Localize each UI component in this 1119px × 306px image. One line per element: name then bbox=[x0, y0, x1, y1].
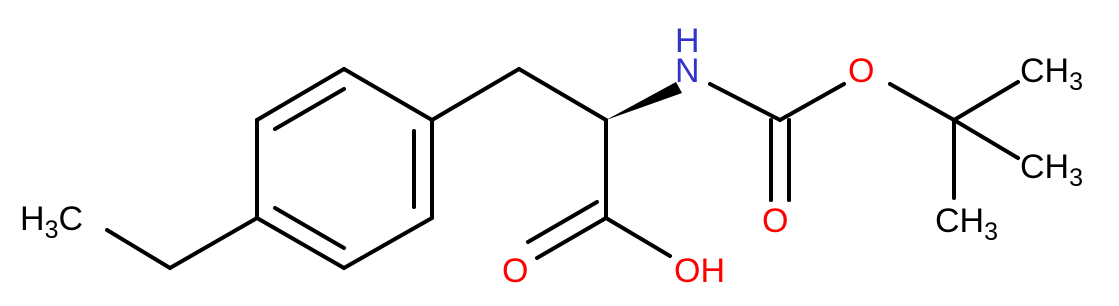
methyl-left-label: H3C bbox=[20, 200, 83, 244]
carbamate-o-bond bbox=[778, 82, 846, 122]
ring-inner-bond bbox=[273, 206, 346, 250]
acid-double-bond bbox=[535, 216, 608, 260]
methyl-middle-label: CH3 bbox=[1020, 148, 1083, 192]
ring-bond bbox=[255, 67, 346, 122]
acid-oh-bond bbox=[604, 216, 672, 258]
benzene-ring bbox=[255, 67, 434, 270]
tbutyl-o-bond bbox=[888, 82, 956, 122]
benzyl-bond bbox=[430, 67, 521, 122]
ring-bond bbox=[342, 67, 434, 122]
acid-double-bond bbox=[526, 200, 599, 244]
methyl-bottom-label: CH3 bbox=[935, 202, 998, 246]
carbonyl-oxygen-acid-label: O bbox=[502, 252, 528, 290]
wedge-bond bbox=[606, 82, 682, 120]
ring-bond bbox=[255, 216, 346, 270]
ethyl-bond bbox=[168, 216, 259, 270]
ester-oxygen-label: O bbox=[848, 52, 874, 90]
carbonyl-oxygen-boc-label: O bbox=[762, 202, 788, 240]
benzyl-bond bbox=[517, 67, 608, 122]
hydroxyl-label: OH bbox=[674, 252, 725, 290]
ring-inner-bond bbox=[273, 87, 346, 131]
methyl-top-label: CH3 bbox=[1020, 52, 1083, 96]
ring-bond bbox=[342, 216, 434, 270]
ethyl-bond bbox=[105, 228, 172, 270]
carbamate-bond bbox=[708, 82, 782, 122]
amine-h-label: H bbox=[675, 22, 700, 60]
amine-n-label: N bbox=[675, 52, 700, 90]
tbutyl-bond bbox=[952, 80, 1020, 122]
tbutyl-bond bbox=[952, 118, 1020, 160]
